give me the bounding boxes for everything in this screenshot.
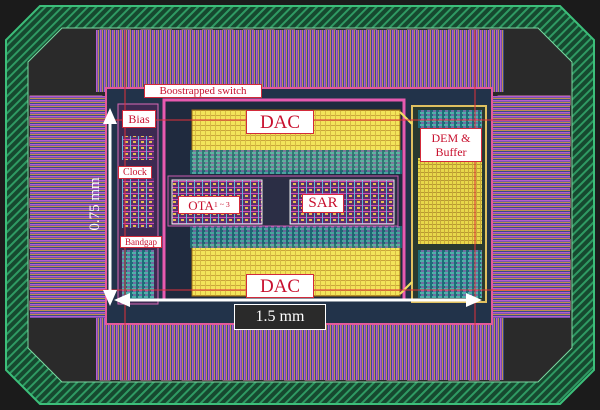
bias-label: Bias <box>122 110 156 128</box>
width-dimension-arrow <box>114 293 482 307</box>
boostrapped-switch-label: Boostrapped switch <box>144 84 262 98</box>
dem-buffer-label: DEM & Buffer <box>420 128 482 162</box>
sar-label: SAR <box>302 194 344 213</box>
dac-top-label: DAC <box>246 110 314 134</box>
ota-subscript: 1 ~ 3 <box>213 200 230 210</box>
dem-buffer-line2: Buffer <box>435 145 467 159</box>
clock-label: Clock <box>118 166 152 179</box>
ota-main-text: OTA <box>188 197 214 213</box>
height-dimension-label: 0.75 mm <box>87 177 103 231</box>
width-dimension-label: 1.5 mm <box>234 304 326 330</box>
height-dimension-arrow <box>103 108 117 306</box>
dem-buffer-line1: DEM & <box>431 130 471 145</box>
bandgap-label: Bandgap <box>120 236 162 248</box>
dac-bottom-label: DAC <box>246 274 314 298</box>
